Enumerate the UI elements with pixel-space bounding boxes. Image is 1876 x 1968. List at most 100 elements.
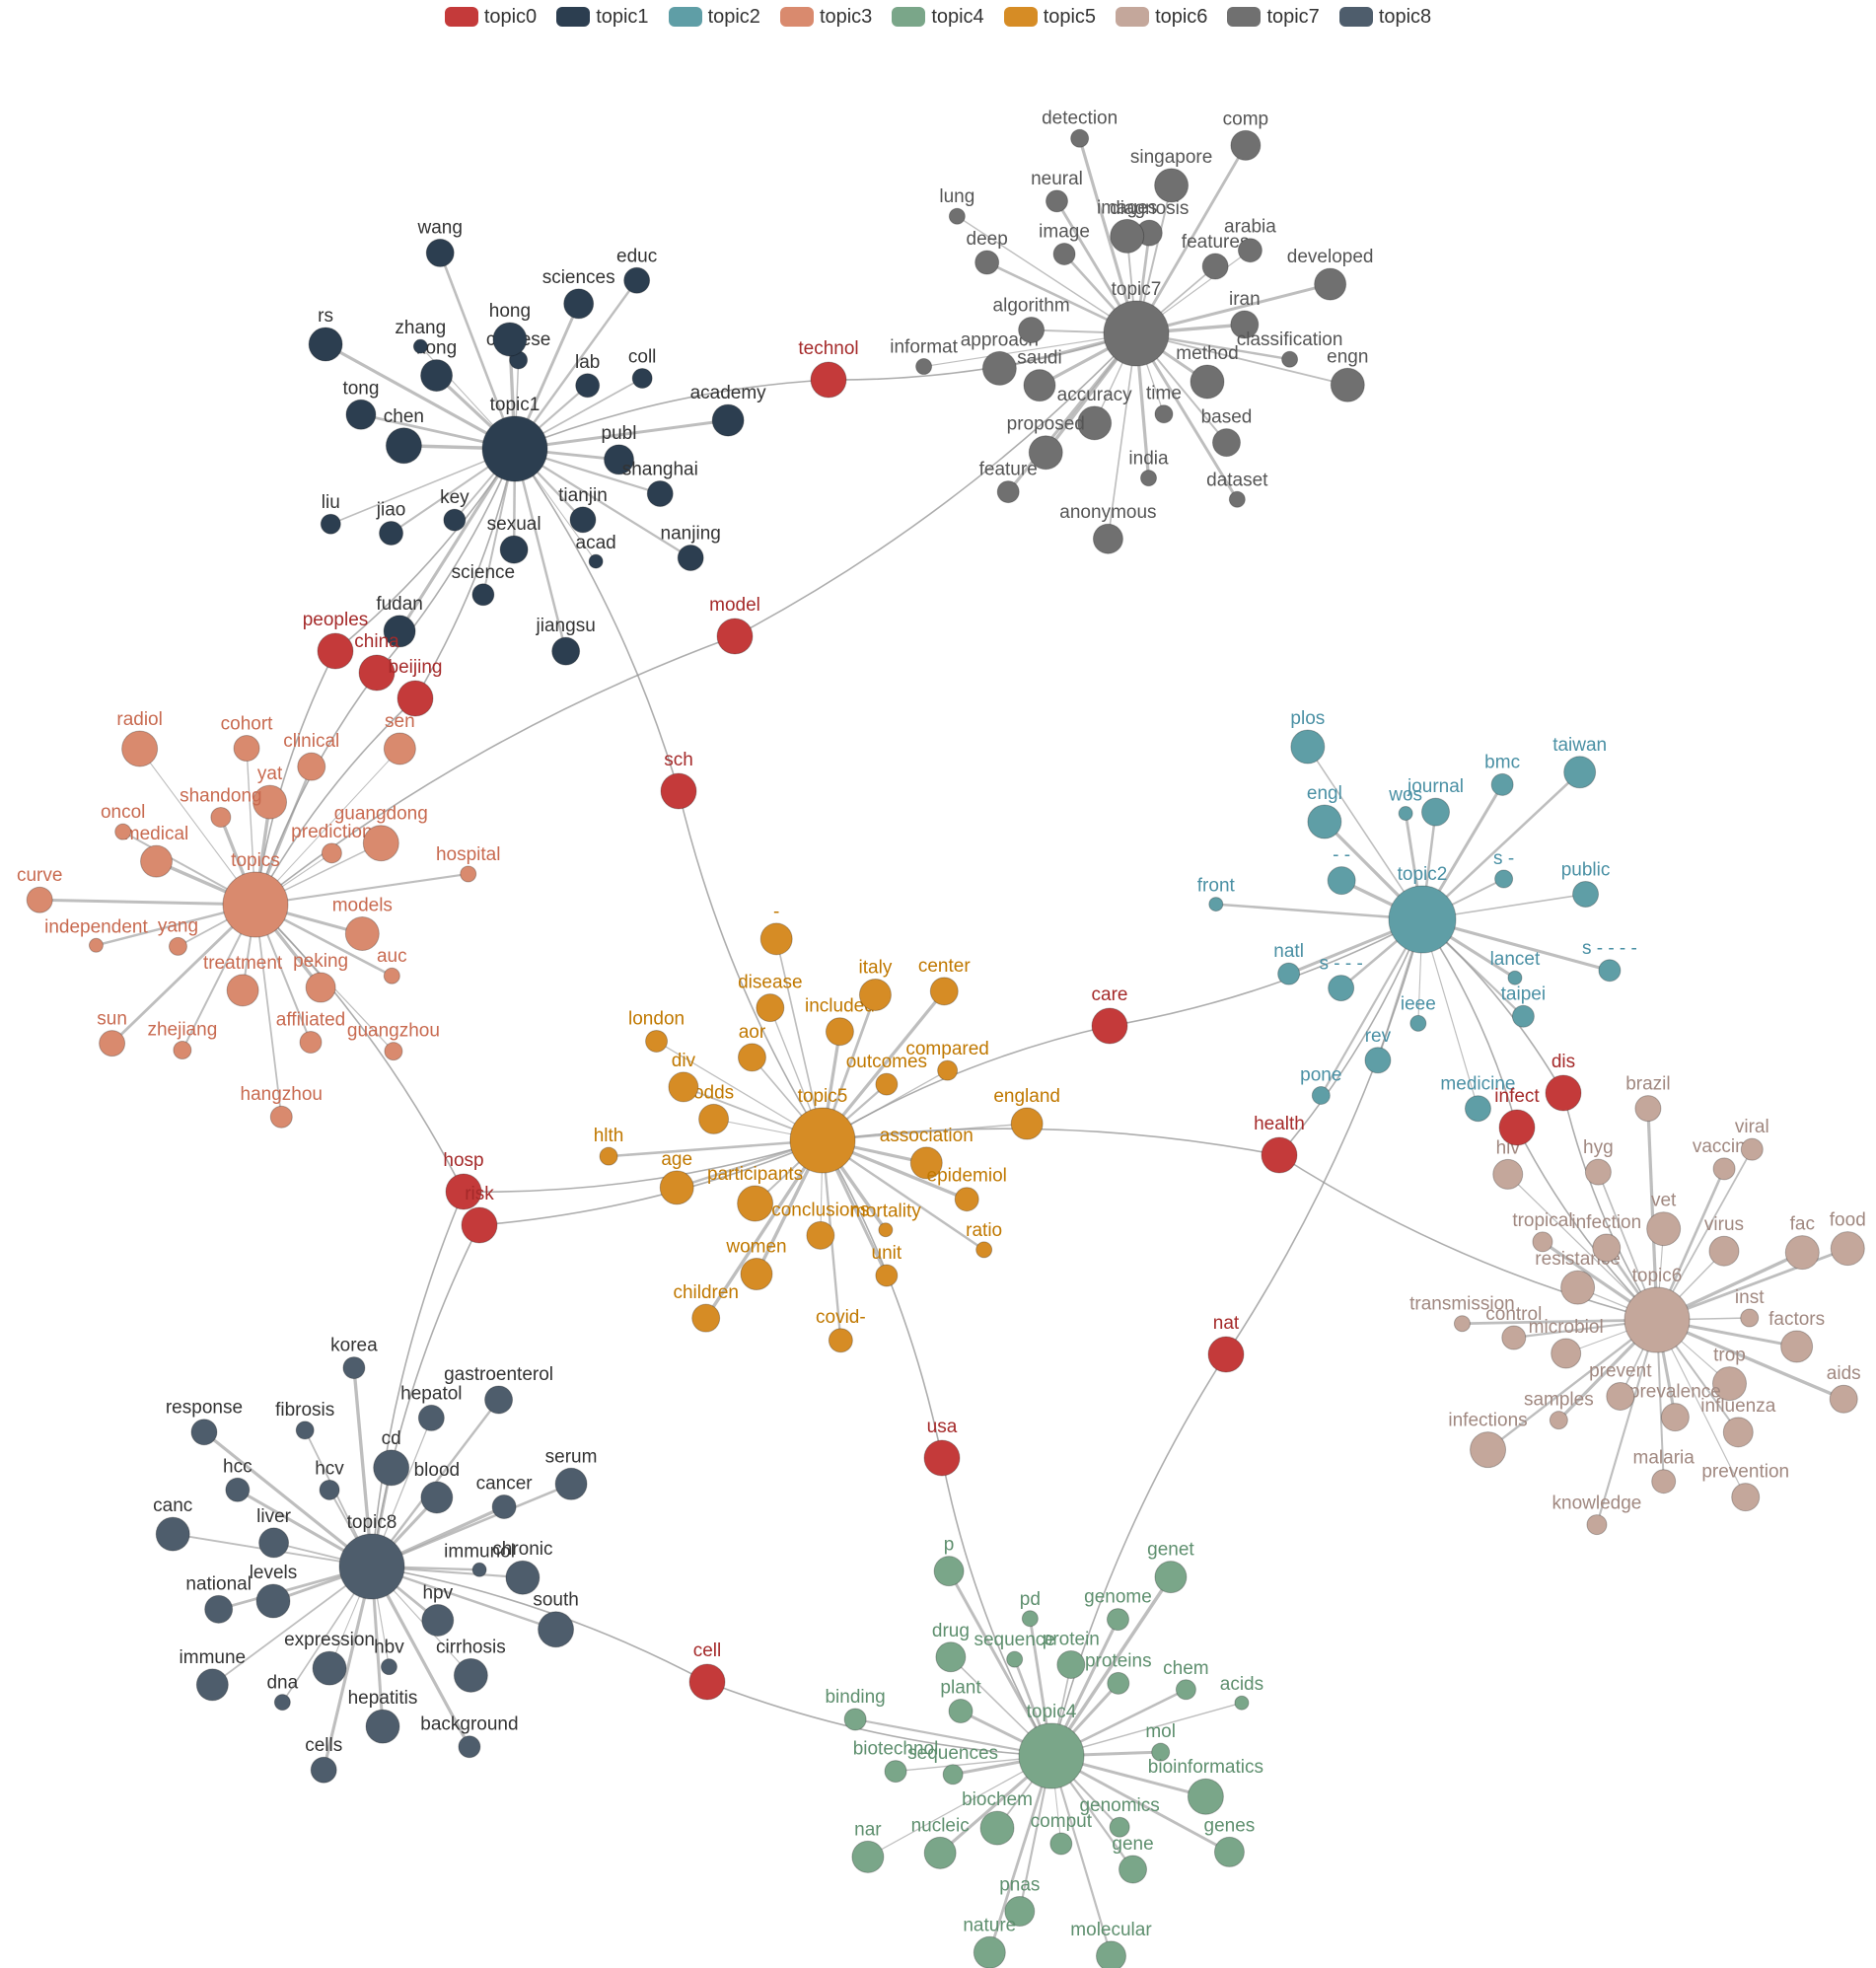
bridge-node-health[interactable] [1261,1136,1298,1174]
node-topic3-term[interactable] [121,730,159,767]
node-topic1-term[interactable] [383,615,416,648]
node-topic7-term[interactable] [1092,523,1123,554]
node-topic3-term[interactable] [88,937,104,953]
node-topic8-term[interactable] [365,1709,400,1744]
hub-node-topic3[interactable] [222,871,289,938]
node-topic1-term[interactable] [379,521,404,547]
node-topic2-term[interactable] [1290,729,1326,765]
node-topic2-term[interactable] [1572,880,1600,908]
node-topic1-term[interactable] [563,288,595,320]
node-topic2-term[interactable] [1409,1014,1427,1032]
node-topic2-term[interactable] [1364,1047,1392,1074]
node-topic5-term[interactable] [929,977,959,1006]
node-topic5-term[interactable] [875,1264,899,1287]
node-topic6-term[interactable] [1780,1330,1814,1363]
node-topic3-term[interactable] [210,806,232,828]
node-topic2-term[interactable] [1494,869,1514,889]
bridge-node-beijing[interactable] [397,680,434,717]
node-topic1-term[interactable] [345,399,377,430]
node-topic4-term[interactable] [884,1760,907,1784]
node-topic3-term[interactable] [321,842,342,864]
node-topic7-term[interactable] [1046,189,1069,213]
node-topic8-term[interactable] [195,1668,229,1702]
node-topic5-term[interactable] [828,1328,853,1353]
node-topic8-term[interactable] [458,1735,481,1759]
node-topic7-term[interactable] [1230,129,1262,161]
node-topic5-term[interactable] [698,1103,730,1134]
hub-node-topic1[interactable] [481,415,548,482]
legend-item-topic1[interactable]: topic1 [556,6,649,29]
legend-item-topic6[interactable]: topic6 [1116,6,1207,29]
node-topic5-term[interactable] [806,1220,835,1250]
node-topic6-term[interactable] [1740,1308,1760,1328]
bridge-node-cell[interactable] [688,1663,726,1701]
node-topic5-term[interactable] [645,1029,669,1053]
node-topic4-term[interactable] [973,1935,1006,1968]
node-topic3-term[interactable] [384,1042,403,1061]
node-topic3-term[interactable] [226,974,259,1007]
node-topic2-term[interactable] [1398,806,1413,822]
node-topic7-term[interactable] [1110,218,1145,254]
node-topic5-term[interactable] [1010,1107,1044,1140]
hub-node-topic5[interactable] [789,1107,856,1174]
legend-item-topic0[interactable]: topic0 [444,6,537,29]
node-topic5-term[interactable] [858,978,892,1011]
node-topic3-term[interactable] [297,752,326,781]
node-topic7-term[interactable] [1070,128,1090,148]
node-topic8-term[interactable] [453,1657,488,1693]
node-topic5-term[interactable] [759,922,793,956]
node-topic1-term[interactable] [492,322,528,357]
node-topic7-term[interactable] [1154,168,1190,203]
bridge-node-risk[interactable] [461,1206,498,1244]
legend-item-topic7[interactable]: topic7 [1227,6,1320,29]
node-topic4-term[interactable] [1154,1561,1188,1594]
node-topic3-term[interactable] [99,1030,126,1057]
node-topic5-term[interactable] [756,993,785,1023]
node-topic8-term[interactable] [312,1650,347,1686]
node-topic7-term[interactable] [915,358,933,376]
node-topic2-term[interactable] [1208,897,1224,912]
node-topic6-term[interactable] [1592,1233,1622,1263]
node-topic6-term[interactable] [1660,1403,1690,1432]
node-topic4-term[interactable] [1056,1649,1086,1679]
node-topic4-term[interactable] [1021,1610,1039,1628]
node-topic2-term[interactable] [1464,1095,1491,1123]
node-topic4-term[interactable] [851,1840,885,1873]
node-topic2-term[interactable] [1277,962,1301,985]
node-topic1-term[interactable] [551,636,581,666]
node-topic6-term[interactable] [1501,1325,1527,1350]
hub-node-topic2[interactable] [1388,885,1457,954]
node-topic1-term[interactable] [569,506,597,534]
node-topic6-term[interactable] [1549,1411,1568,1430]
node-topic7-term[interactable] [1330,367,1365,402]
bridge-node-model[interactable] [716,618,754,655]
node-topic7-term[interactable] [1228,490,1246,508]
node-topic7-term[interactable] [948,207,966,225]
node-topic7-term[interactable] [1140,470,1158,487]
node-topic6-term[interactable] [1532,1231,1553,1253]
node-topic6-term[interactable] [1740,1137,1764,1161]
node-topic1-term[interactable] [471,583,495,607]
node-topic6-term[interactable] [1711,1366,1747,1402]
node-topic4-term[interactable] [1234,1695,1250,1711]
node-topic7-term[interactable] [1028,435,1063,471]
node-topic1-term[interactable] [412,338,428,354]
node-topic5-term[interactable] [825,1017,854,1047]
node-topic7-term[interactable] [974,250,1000,275]
node-topic3-term[interactable] [253,784,288,820]
node-topic7-term[interactable] [1023,369,1056,402]
node-topic8-term[interactable] [155,1516,190,1552]
node-topic4-term[interactable] [948,1699,974,1724]
bridge-node-technol[interactable] [810,361,847,399]
node-topic5-term[interactable] [691,1303,721,1333]
bridge-node-nat[interactable] [1207,1336,1245,1373]
node-topic4-term[interactable] [1109,1816,1130,1838]
node-topic1-term[interactable] [443,508,467,532]
node-topic8-term[interactable] [491,1494,517,1519]
node-topic2-term[interactable] [1327,866,1356,896]
legend-item-topic2[interactable]: topic2 [668,6,760,29]
hub-node-topic6[interactable] [1623,1286,1691,1353]
node-topic5-term[interactable] [668,1071,699,1103]
node-topic2-term[interactable] [1490,772,1514,796]
node-topic4-term[interactable] [1106,1608,1129,1632]
